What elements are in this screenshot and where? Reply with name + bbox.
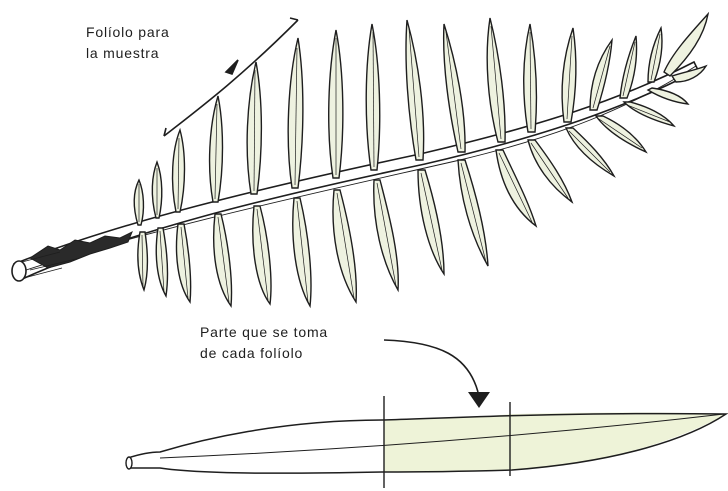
leaflet bbox=[214, 214, 232, 306]
leaflet-part-label: Parte que se toma de cada folíolo bbox=[200, 322, 328, 364]
leaflet bbox=[177, 224, 191, 302]
sample-label-line1: Folíolo para bbox=[86, 22, 170, 43]
leaflet bbox=[444, 24, 465, 152]
leaflet bbox=[418, 170, 444, 274]
bracket-arrowhead bbox=[226, 60, 238, 74]
part-label-line2: de cada folíolo bbox=[200, 343, 328, 364]
leaflet-cut-end bbox=[126, 457, 132, 469]
rachis-cut-end bbox=[12, 261, 26, 281]
leaflet bbox=[487, 18, 505, 142]
sample-label-line2: la muestra bbox=[86, 43, 170, 64]
part-label-line1: Parte que se toma bbox=[200, 322, 328, 343]
selected-section-fill bbox=[384, 414, 512, 472]
leaflet bbox=[374, 180, 399, 290]
arrow-head bbox=[468, 392, 490, 408]
leaflet bbox=[333, 190, 356, 302]
pointer-arrow bbox=[384, 340, 490, 408]
leaflet bbox=[458, 160, 488, 266]
sample-leaflet-label: Folíolo para la muestra bbox=[86, 22, 170, 64]
leaflet bbox=[562, 28, 576, 122]
leaflet bbox=[253, 206, 271, 304]
leaflet-detail bbox=[126, 396, 726, 488]
leaflet bbox=[648, 88, 688, 104]
leaflet bbox=[406, 20, 424, 160]
leaflet bbox=[293, 198, 311, 306]
sample-bracket bbox=[164, 18, 298, 136]
